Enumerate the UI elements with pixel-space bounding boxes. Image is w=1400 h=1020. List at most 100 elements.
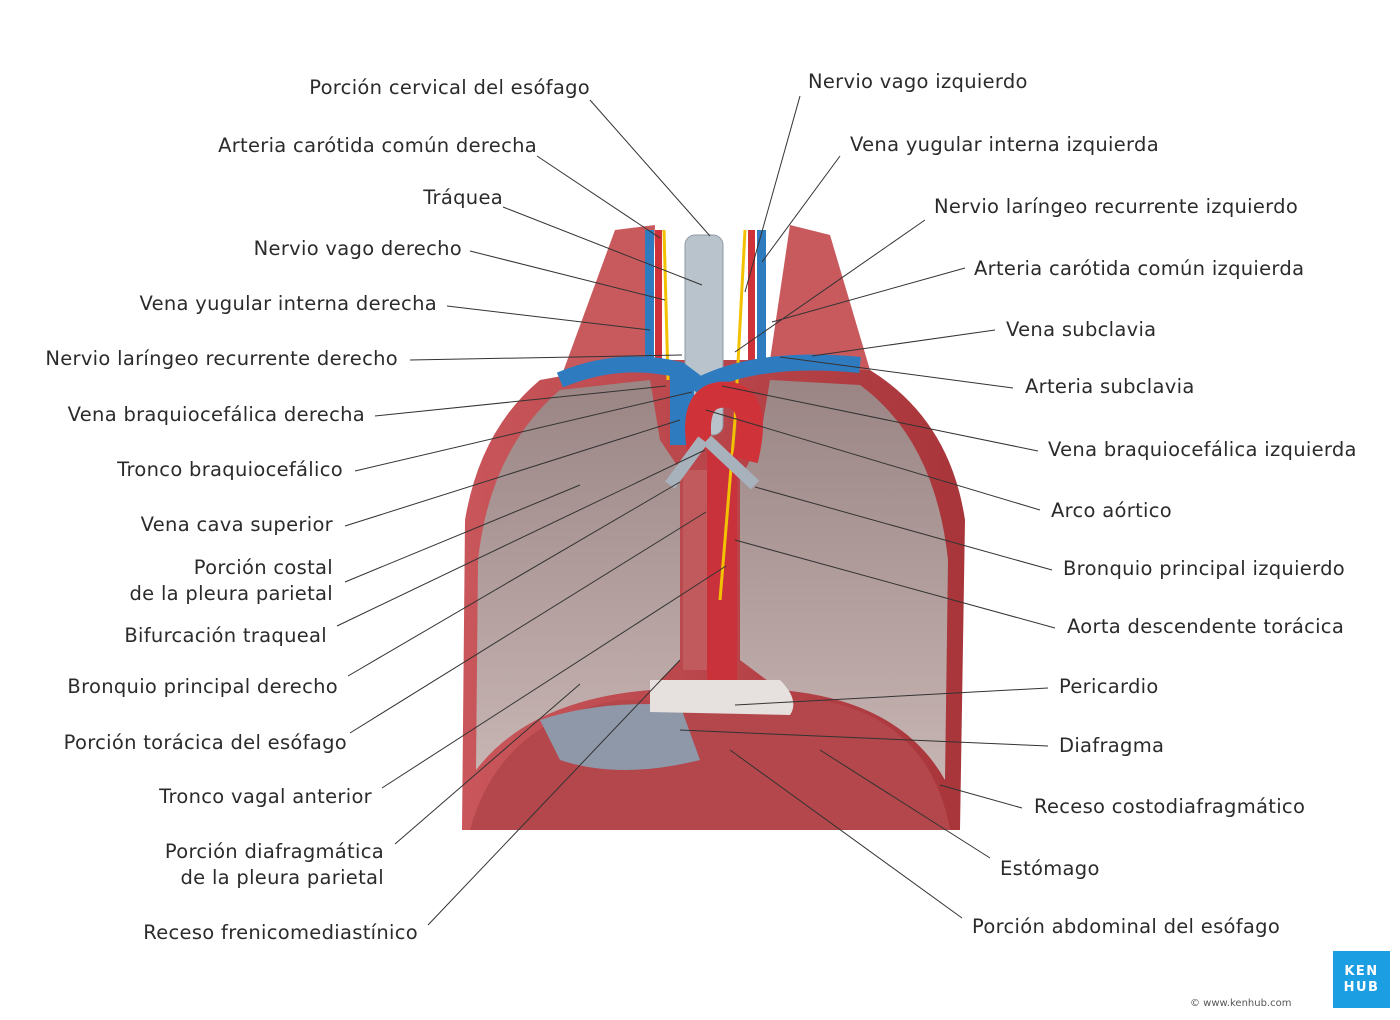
label-text: Bronquio principal derecho: [67, 675, 338, 698]
label-right: Nervio vago izquierdo: [808, 69, 1028, 95]
label-text: Estómago: [1000, 857, 1100, 880]
label-right: Diafragma: [1059, 733, 1164, 759]
right-pleural-cavity: [476, 380, 680, 770]
label-text: Porción torácica del esófago: [63, 731, 347, 754]
leader-line: [744, 95, 801, 293]
leader-line: [734, 687, 1049, 706]
neck-muscles: [770, 225, 870, 370]
label-text: Bronquio principal izquierdo: [1063, 557, 1345, 580]
label-left: Porción torácica del esófago: [64, 730, 347, 756]
copyright-text: © www.kenhub.com: [1190, 998, 1292, 1009]
label-right: Arteria subclavia: [1025, 374, 1195, 400]
left-vagus: [718, 229, 747, 601]
leader-line: [344, 484, 581, 583]
leader-line: [729, 749, 963, 919]
leader-line: [381, 565, 727, 789]
label-text: Porción cervical del esófago: [309, 76, 590, 99]
label-right: Vena braquiocefálica izquierda: [1048, 437, 1357, 463]
label-text: Tronco vagal anterior: [159, 785, 372, 808]
leader-line: [705, 409, 1041, 511]
label-left: Bifurcación traqueal: [124, 623, 327, 649]
label-text: Nervio laríngeo recurrente izquierdo: [934, 195, 1299, 218]
label-right: Pericardio: [1059, 674, 1159, 700]
logo-line2: HUB: [1343, 979, 1380, 995]
label-left: Porción cervical del esófago: [309, 75, 590, 101]
label-right: Estómago: [1000, 856, 1100, 882]
label-text: Receso costodiafragmático: [1034, 795, 1306, 818]
label-text: de la pleura parietal: [129, 582, 333, 605]
label-text: Vena subclavia: [1006, 318, 1157, 341]
leader-line: [819, 749, 991, 859]
label-text: Pericardio: [1059, 675, 1159, 698]
label-left: Porción diafragmática de la pleura pariet…: [165, 839, 384, 891]
label-text: Aorta descendente torácica: [1067, 615, 1345, 638]
leader-line: [811, 329, 996, 357]
leader-line: [374, 385, 667, 417]
label-left: Tronco braquiocefálico: [117, 457, 343, 483]
kenhub-logo: KEN HUB: [1333, 951, 1390, 1008]
leader-line: [734, 539, 1056, 629]
label-text: Vena yugular interna izquierda: [850, 133, 1159, 156]
leader-line: [734, 219, 926, 353]
label-right: Aorta descendente torácica: [1067, 614, 1344, 640]
leader-line: [347, 481, 681, 677]
aortic-arch: [685, 381, 763, 464]
label-text: Vena cava superior: [140, 513, 333, 536]
label-text: Tráquea: [423, 186, 503, 209]
label-text: Arteria subclavia: [1025, 375, 1195, 398]
label-right: Porción abdominal del esófago: [972, 914, 1280, 940]
label-text: Porción abdominal del esófago: [972, 915, 1281, 938]
label-text: Porción diafragmática: [164, 840, 384, 863]
label-text: Receso frenicomediastínico: [143, 921, 418, 944]
label-text: Vena braquiocefálica izquierda: [1048, 438, 1357, 461]
label-text: Diafragma: [1059, 734, 1165, 757]
label-left: Tronco vagal anterior: [159, 784, 372, 810]
label-text: Nervio vago izquierdo: [808, 70, 1028, 93]
label-right: Nervio laríngeo recurrente izquierdo: [934, 194, 1298, 220]
leader-line: [721, 385, 1039, 452]
bronchi: [665, 435, 760, 490]
label-left: Nervio vago derecho: [254, 236, 462, 262]
leader-line: [771, 267, 966, 323]
left-carotid: [748, 230, 755, 370]
leader-line: [536, 155, 661, 239]
label-right: Arco aórtico: [1051, 498, 1172, 524]
leader-line: [589, 99, 711, 237]
right-carotid: [655, 230, 662, 370]
label-left: Porción costal de la pleura parietal: [129, 555, 333, 607]
label-right: Vena subclavia: [1006, 317, 1156, 343]
label-text: Arteria carótida común derecha: [218, 134, 537, 157]
neck-muscles: [560, 225, 655, 380]
leader-line: [502, 206, 703, 286]
label-text: Vena yugular interna derecha: [139, 292, 437, 315]
label-text: Bifurcación traqueal: [124, 624, 327, 647]
label-text: de la pleura parietal: [180, 866, 384, 889]
label-text: Porción costal: [193, 556, 333, 579]
brachiocephalic-veins: [556, 354, 861, 395]
label-right: Vena yugular interna izquierda: [850, 132, 1159, 158]
leader-lines: [336, 95, 1056, 926]
leader-line: [349, 511, 707, 734]
label-text: Nervio laríngeo recurrente derecho: [45, 347, 398, 370]
leader-line: [469, 250, 666, 301]
label-text: Tronco braquiocefálico: [117, 458, 343, 481]
label-right: Receso costodiafragmático: [1034, 794, 1305, 820]
leader-line: [446, 305, 651, 331]
label-text: Vena braquiocefálica derecha: [67, 403, 365, 426]
leader-line: [761, 155, 841, 263]
leader-line: [427, 659, 681, 926]
label-left: Vena yugular interna derecha: [139, 291, 437, 317]
leader-line: [344, 419, 681, 527]
leader-line: [409, 354, 683, 361]
leader-line: [336, 449, 706, 627]
leader-line: [939, 784, 1023, 809]
right-jugular: [645, 230, 654, 360]
label-text: Arteria carótida común izquierda: [974, 257, 1305, 280]
diaphragm-tendon: [540, 704, 700, 770]
label-left: Vena braquiocefálica derecha: [68, 402, 365, 428]
pericardium: [650, 680, 794, 715]
label-left: Vena cava superior: [141, 512, 333, 538]
label-left: Tráquea: [423, 185, 503, 211]
